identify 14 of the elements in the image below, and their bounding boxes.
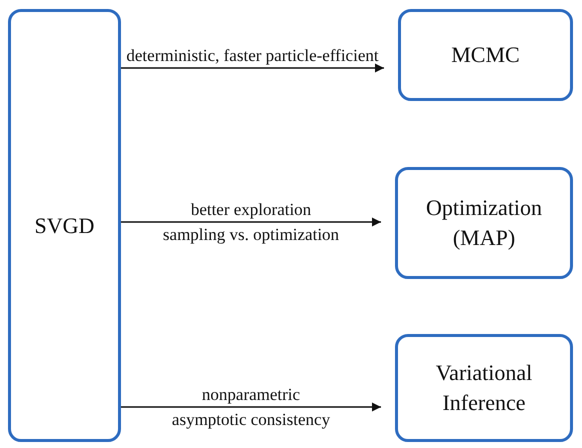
arrow — [121, 402, 381, 412]
method-name: Variational Inference — [434, 359, 534, 417]
edge-label: deterministic, faster particle-efficient — [125, 45, 380, 67]
edge-label: better exploration sampling vs. optimization — [162, 199, 340, 246]
method-name: MCMC — [451, 41, 520, 69]
arrow — [121, 64, 384, 72]
arrow — [121, 218, 381, 226]
method-box — [8, 9, 121, 442]
method-box — [395, 167, 573, 279]
edge-label: nonparametric asymptotic consistency — [170, 384, 332, 431]
method-box — [395, 334, 573, 442]
method-name: Optimization (MAP) — [424, 194, 544, 252]
method-name: SVGD — [34, 212, 94, 240]
method-box — [398, 9, 573, 101]
